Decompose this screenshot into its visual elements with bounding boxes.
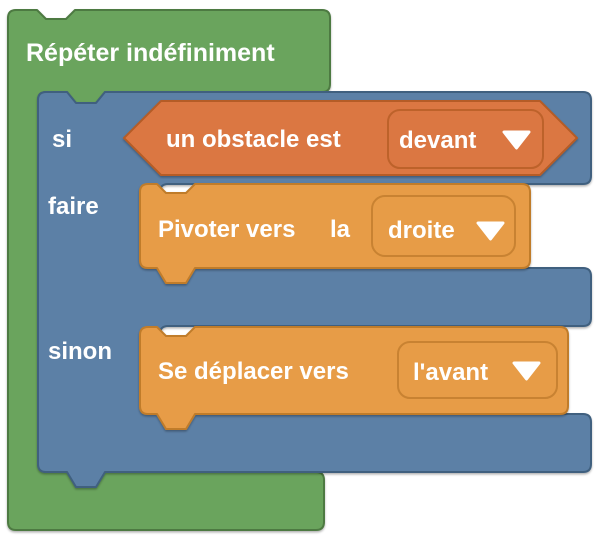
if-else-block-body[interactable]: [37, 91, 592, 488]
condition-block: un obstacle est devant: [123, 100, 578, 176]
move-dropdown-outline[interactable]: [397, 341, 558, 399]
move-dropdown-value[interactable]: l'avant: [413, 359, 488, 386]
else-label: sinon: [48, 338, 112, 365]
move-block-label: Se déplacer vers: [158, 358, 349, 385]
turn-block-label2: la: [330, 216, 351, 243]
turn-block-body[interactable]: [139, 183, 531, 284]
move-block: Se déplacer vers l'avant: [139, 326, 569, 430]
move-direction-dropdown: l'avant: [397, 341, 558, 399]
dropdown-arrow-icon[interactable]: [512, 361, 541, 381]
move-block-body[interactable]: [139, 326, 569, 430]
if-else-block: si faire sinon: [37, 91, 592, 488]
dropdown-arrow-icon[interactable]: [502, 130, 531, 150]
turn-block: Pivoter vers la droite: [139, 183, 531, 284]
if-label: si: [52, 126, 72, 153]
condition-dropdown-outline[interactable]: [387, 109, 544, 169]
condition-label: un obstacle est: [166, 126, 341, 153]
turn-block-label: Pivoter vers: [158, 216, 295, 243]
do-label: faire: [48, 193, 99, 220]
condition-dropdown-value[interactable]: devant: [399, 127, 476, 154]
condition-block-body[interactable]: [123, 100, 578, 176]
forever-block: Répéter indéfiniment: [7, 9, 331, 531]
turn-direction-dropdown: droite: [371, 195, 516, 257]
dropdown-arrow-icon[interactable]: [476, 221, 505, 241]
turn-dropdown-outline[interactable]: [371, 195, 516, 257]
condition-direction-dropdown: devant: [387, 109, 544, 169]
turn-dropdown-value[interactable]: droite: [388, 217, 455, 244]
forever-block-label: Répéter indéfiniment: [26, 39, 275, 67]
